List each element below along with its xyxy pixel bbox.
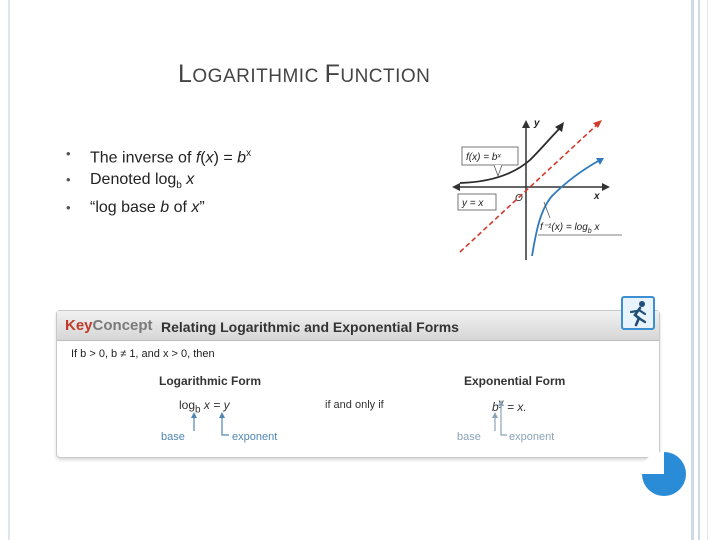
log-base-label: base xyxy=(161,431,185,443)
line-label-box xyxy=(457,193,497,211)
exp-exponent-label: exponent xyxy=(509,431,555,443)
bullet-text: ” xyxy=(199,198,205,216)
log-eq-base: b xyxy=(195,404,201,416)
bullet-text: ( xyxy=(200,149,206,167)
iff-text: if and only if xyxy=(325,399,384,411)
bullet-var-x: x xyxy=(191,198,200,216)
bullet-text: of xyxy=(169,198,192,216)
log-form-equation: logb x = y xyxy=(179,398,230,415)
bullet-text: Denoted log xyxy=(90,170,177,188)
bullet-var-b: b xyxy=(237,149,247,167)
identity-line-arrow xyxy=(593,120,602,128)
log-eq-rest: x = y xyxy=(200,398,230,412)
exp-form-title: Exponential Form xyxy=(464,374,566,388)
slide-frame-right-outer xyxy=(707,0,708,540)
log-label-sub: b xyxy=(588,228,592,235)
bullet-text: “log base xyxy=(90,198,161,216)
log-label-text: f⁻¹(x) = log xyxy=(540,222,588,233)
exp-label: f(x) = bˣ xyxy=(466,152,501,163)
form-pointer-arrows xyxy=(191,400,507,436)
log-form-title: Logarithmic Form xyxy=(159,374,262,388)
title-rest-1: OGARITHMIC xyxy=(192,66,325,87)
badge-concept: Concept xyxy=(92,317,153,334)
bullet-var-b: b xyxy=(160,198,170,216)
key-concept-header: KeyConcept Relating Logarithmic and Expo… xyxy=(57,311,659,341)
log-exponent-arrow xyxy=(221,415,229,436)
title-cap-2: F xyxy=(324,60,341,88)
graph-origin-label: O xyxy=(515,193,523,204)
bullet-var-f: f xyxy=(195,149,201,167)
key-concept-box: KeyConcept Relating Logarithmic and Expo… xyxy=(56,310,660,458)
bullet-superscript: x xyxy=(246,148,252,159)
bullet-var-x: x xyxy=(205,149,214,167)
exp-eq-base: b xyxy=(492,400,499,414)
graph-x-label: x xyxy=(593,191,600,202)
log-exponent-label: exponent xyxy=(232,431,278,443)
exp-exponent-arrow xyxy=(500,403,507,436)
exp-base-label: base xyxy=(457,431,481,443)
exp-exponent-arrowhead xyxy=(498,400,504,406)
graph-y-label: y xyxy=(533,118,540,129)
exponential-curve xyxy=(459,125,563,184)
bullet-subscript: b xyxy=(176,180,182,192)
graph-y-arrow xyxy=(522,120,530,128)
slide-title: LOGARITHMIC FUNCTION xyxy=(178,60,430,89)
slide-frame-right-inner xyxy=(698,0,700,540)
bullet-denoted: Denoted logb x xyxy=(66,169,251,197)
bullet-read-as: “log base b of x” xyxy=(66,197,251,219)
bullet-list: The inverse of f(x) = bx Denoted logb x … xyxy=(66,143,251,218)
exponential-curve-arrow xyxy=(555,122,564,132)
bullet-text: ) = xyxy=(213,149,238,167)
key-concept-heading: Relating Logarithmic and Exponential For… xyxy=(161,319,459,335)
title-rest-2: UNCTION xyxy=(340,66,431,87)
slide-frame-right xyxy=(691,0,694,540)
log-base-arrowhead xyxy=(191,412,197,418)
inverse-functions-graph: y x O f(x) = bˣ y = x f⁻¹(x) = logb x xyxy=(452,118,622,260)
title-cap-1: L xyxy=(178,60,193,88)
log-label: f⁻¹(x) = logb x xyxy=(540,222,600,235)
slide-frame-left xyxy=(8,0,10,540)
log-exponent-arrowhead xyxy=(219,412,225,418)
condition-text: If b > 0, b ≠ 1, and x > 0, then xyxy=(71,348,215,360)
pie-chart-icon xyxy=(642,452,686,496)
exp-eq-rest: = x. xyxy=(503,400,527,414)
bullet-var-x: x xyxy=(181,170,195,188)
log-eq-log: log xyxy=(179,398,196,412)
log-label-x: x xyxy=(592,222,601,233)
exp-base-arrowhead xyxy=(492,412,498,418)
logarithmic-curve-arrow xyxy=(596,158,604,165)
graph-x-arrow-left xyxy=(452,183,460,191)
line-label: y = x xyxy=(461,198,484,209)
log-label-pointer xyxy=(543,201,551,219)
runner-glyph xyxy=(629,301,647,327)
badge-key: Key xyxy=(65,317,93,334)
logarithmic-curve xyxy=(531,159,601,257)
exp-label-pointer xyxy=(493,164,503,178)
key-concept-badge: KeyConcept xyxy=(65,317,153,334)
bullet-inverse: The inverse of f(x) = bx xyxy=(66,143,251,169)
bullet-text: The inverse of xyxy=(90,149,196,167)
exp-label-box xyxy=(461,146,519,166)
graph-x-arrow xyxy=(602,183,610,191)
runner-icon xyxy=(621,296,655,330)
